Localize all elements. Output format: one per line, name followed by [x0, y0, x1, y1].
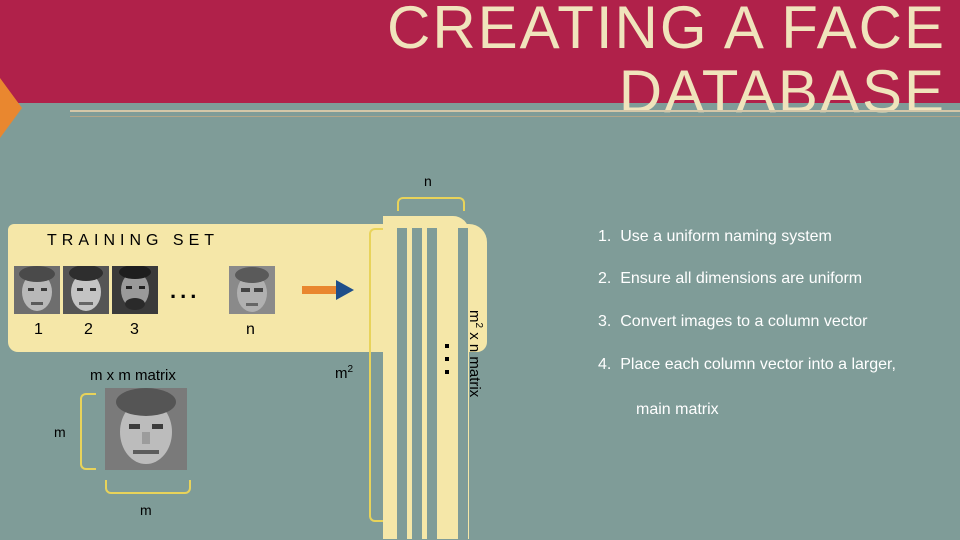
height-bracket [80, 393, 96, 470]
arrow-shaft [302, 286, 336, 294]
columns-count-label: n [424, 173, 432, 189]
page-title: CREATING A FACE DATABASE [306, 0, 946, 124]
index-label-2: 2 [84, 321, 93, 339]
step-4: 4. Place each column vector into a large… [598, 356, 896, 374]
step-3: 3. Convert images to a column vector [598, 313, 867, 331]
face-image-n [229, 266, 275, 314]
step-4-continuation: main matrix [636, 401, 719, 419]
index-label-1: 1 [34, 321, 43, 339]
training-set-title: TRAINING SET [47, 232, 219, 250]
matrix-dimension-label: m2 x n matrix [466, 310, 484, 397]
columns-ellipsis [443, 344, 451, 374]
arrow-right-icon [336, 280, 354, 300]
header-rule [70, 110, 960, 112]
face-image-1 [14, 266, 60, 314]
face-image-2 [63, 266, 109, 314]
column-vector [397, 228, 407, 539]
face-image-large [105, 388, 187, 470]
header-rule-thin [70, 116, 960, 117]
corner-accent [0, 78, 22, 138]
width-label: m [140, 502, 152, 518]
step-1: 1. Use a uniform naming system [598, 228, 832, 246]
columns-bracket [397, 197, 465, 211]
index-label-3: 3 [130, 321, 139, 339]
step-2: 2. Ensure all dimensions are uniform [598, 270, 862, 288]
mxm-matrix-label: m x m matrix [90, 367, 176, 384]
width-bracket [105, 480, 191, 494]
column-matrix [383, 216, 469, 539]
rows-count-label: m2 [335, 364, 353, 382]
training-ellipsis: ... [170, 278, 200, 304]
index-label-n: n [246, 321, 255, 339]
face-image-3 [112, 266, 158, 314]
column-vector [427, 228, 437, 539]
column-vector [412, 228, 422, 539]
height-label: m [54, 424, 66, 440]
rows-bracket [369, 228, 383, 522]
